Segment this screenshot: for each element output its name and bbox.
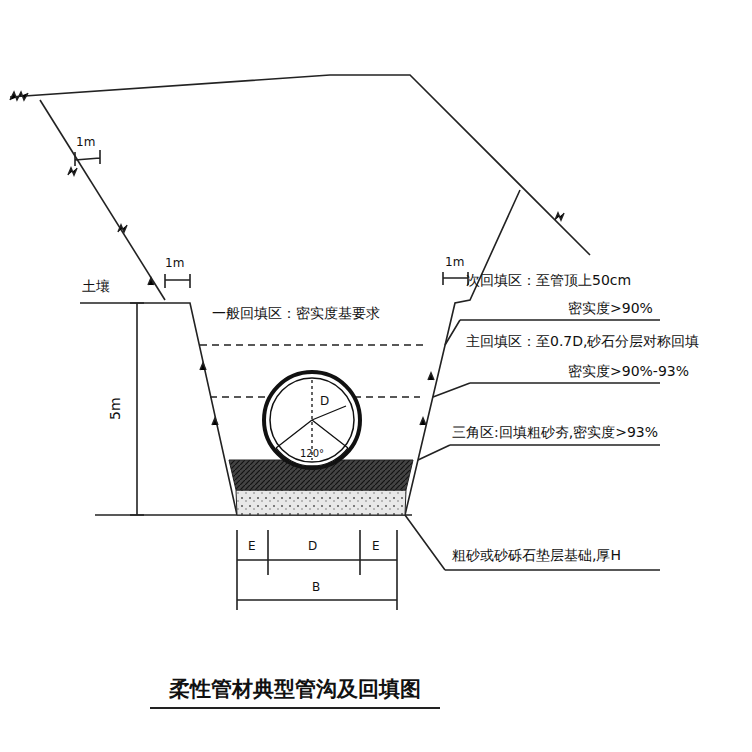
annotation-label: 土壤 xyxy=(82,279,110,294)
annotation-label: 1m xyxy=(445,256,464,269)
annotation-label: 三角区:回填粗砂夯,密实度>93% xyxy=(452,425,658,440)
annotation-label: B xyxy=(312,581,320,594)
annotation-label: 密实度>90%-93% xyxy=(568,364,689,379)
annotation-label: 5m xyxy=(108,397,123,420)
annotation-label: D xyxy=(308,540,317,553)
annotation-label: 120° xyxy=(300,448,324,459)
annotation-label: 粗砂或砂砾石垫层基础,厚H xyxy=(452,548,621,563)
annotation-label: D xyxy=(320,395,329,408)
figure-caption: 柔性管材典型管沟及回填图 xyxy=(169,678,421,701)
annotation-label: 主回填区：至0.7D,砂石分层对称回填 xyxy=(466,334,700,349)
annotation-label: E xyxy=(248,540,256,553)
annotation-label: 次回填区：至管顶上50cm xyxy=(466,273,631,288)
annotation-label: 一般回填区：密实度基要求 xyxy=(212,306,380,321)
annotation-label: 1m xyxy=(165,257,184,270)
annotation-label: 密实度>90% xyxy=(568,301,653,316)
annotation-label: E xyxy=(372,540,380,553)
annotation-label: 1m xyxy=(76,136,95,149)
